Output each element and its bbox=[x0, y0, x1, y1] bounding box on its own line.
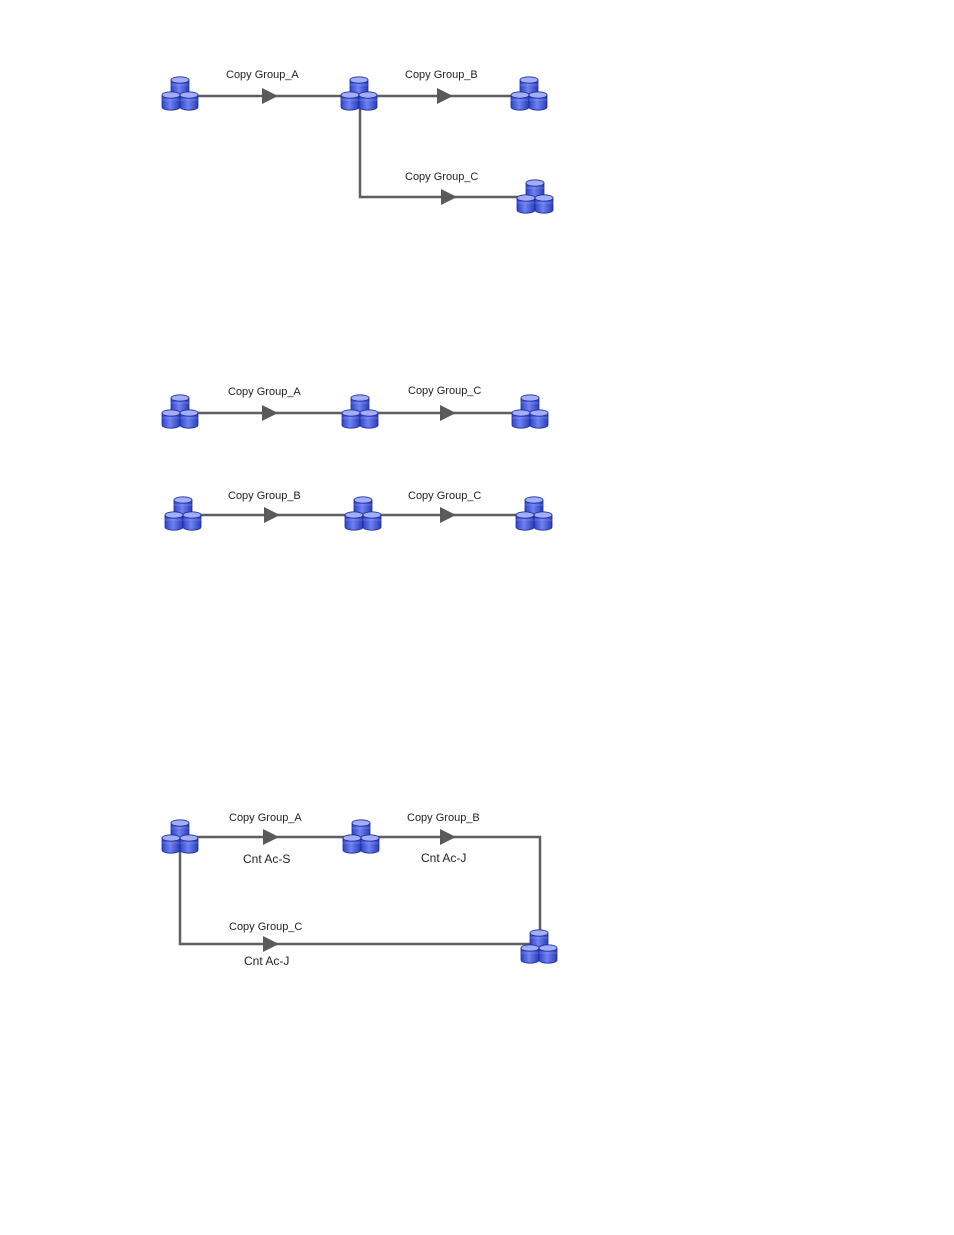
copy-group-label: Copy Group_B bbox=[407, 812, 480, 824]
copy-type-label: Cnt Ac-S bbox=[243, 852, 290, 866]
copy-group-label: Copy Group_B bbox=[405, 69, 478, 81]
storage-cluster-icon bbox=[511, 77, 547, 110]
copy-type-label: Cnt Ac-J bbox=[421, 851, 466, 865]
storage-cluster-icon bbox=[162, 820, 198, 853]
arrow-icon bbox=[437, 88, 453, 104]
arrow-icon bbox=[262, 88, 278, 104]
diagram-2-parallel-chains: Copy Group_A Copy Group_C Copy Group_B C… bbox=[162, 385, 552, 530]
arrow-icon bbox=[262, 405, 278, 421]
arrow-icon bbox=[264, 507, 280, 523]
diagram-1-branching: Copy Group_A Copy Group_B Copy Group_C bbox=[162, 69, 553, 213]
storage-cluster-icon bbox=[517, 180, 553, 213]
copy-group-label: Copy Group_A bbox=[226, 69, 299, 81]
arrow-icon bbox=[440, 829, 456, 845]
diagram-3-loop: Copy Group_A Cnt Ac-S Copy Group_B Cnt A… bbox=[162, 812, 557, 968]
storage-cluster-icon bbox=[162, 77, 198, 110]
copy-group-label: Copy Group_C bbox=[229, 921, 302, 933]
arrow-icon bbox=[263, 936, 279, 952]
arrow-icon bbox=[441, 189, 457, 205]
storage-cluster-icon bbox=[162, 395, 198, 428]
copy-type-label: Cnt Ac-J bbox=[244, 954, 289, 968]
storage-cluster-icon bbox=[516, 497, 552, 530]
storage-cluster-icon bbox=[342, 395, 378, 428]
storage-cluster-icon bbox=[341, 77, 377, 110]
storage-cluster-icon bbox=[343, 820, 379, 853]
storage-cluster-icon bbox=[345, 497, 381, 530]
storage-cluster-icon bbox=[512, 395, 548, 428]
storage-cluster-icon bbox=[521, 930, 557, 963]
copy-group-label: Copy Group_C bbox=[405, 171, 478, 183]
copy-group-label: Copy Group_C bbox=[408, 490, 481, 502]
copy-group-label: Copy Group_B bbox=[228, 490, 301, 502]
arrow-icon bbox=[263, 829, 279, 845]
arrow-icon bbox=[440, 405, 456, 421]
arrow-icon bbox=[440, 507, 456, 523]
copy-group-label: Copy Group_A bbox=[229, 812, 302, 824]
copy-group-label: Copy Group_A bbox=[228, 386, 301, 398]
copy-group-label: Copy Group_C bbox=[408, 385, 481, 397]
storage-cluster-icon bbox=[165, 497, 201, 530]
